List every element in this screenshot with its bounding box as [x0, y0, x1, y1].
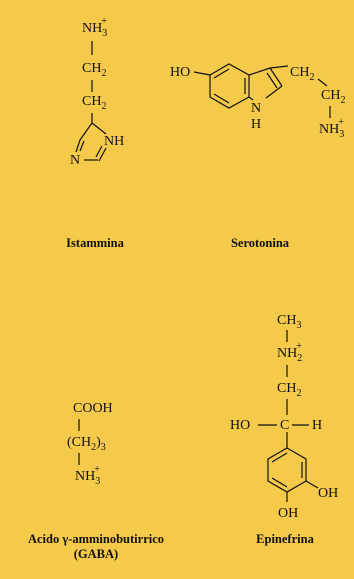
serotonin-bond-chain-2	[317, 78, 328, 87]
serotonin-bond-ho	[193, 71, 211, 76]
gaba-ch2n-label: (CH2)3	[67, 435, 106, 453]
histamine-ring-double-e	[95, 145, 103, 158]
histamine-ring-nh-label: NH	[104, 134, 124, 149]
epinephrine-name: Epinefrina	[256, 532, 314, 546]
serotonin-ch2b-label: CH2	[321, 88, 345, 106]
histamine-ring-bond-e	[98, 147, 107, 162]
serotonin-nh3-label: NH3+	[319, 117, 344, 140]
serotonin-bond-chain-1	[269, 65, 289, 69]
serotonin-benzene-double-3	[213, 93, 230, 104]
epinephrine-benzene-ring	[267, 447, 307, 493]
histamine-ring-bond-a	[91, 122, 107, 135]
serotonin-pyrrole-bond-1	[248, 67, 271, 76]
epinephrine-benzene-double-3	[271, 477, 288, 488]
serotonin-ho-label: HO	[170, 65, 190, 80]
epinephrine-oh-bottom-label: OH	[278, 506, 298, 521]
epinephrine-ch2-label: CH2	[277, 381, 301, 399]
epinephrine-nh2-label: NH2+	[277, 341, 302, 364]
serotonin-pyrrole-bond-2	[269, 67, 283, 87]
serotonin-n-label: N	[251, 101, 261, 116]
gaba-cooh-label: COOH	[73, 401, 113, 416]
histamine-ch2a-label: CH2	[82, 61, 106, 79]
epinephrine-ch3-label: CH3	[277, 313, 301, 331]
gaba-nh3-label: NH3+	[75, 464, 100, 487]
serotonin-ch2a-label: CH2	[290, 65, 314, 83]
gaba-name: Acido γ-amminobutirrico (GABA)	[6, 532, 186, 562]
histamine-name: Istammina	[66, 236, 124, 250]
histamine-ring-bond-b	[79, 122, 93, 141]
epinephrine-oh-right-label: OH	[318, 486, 338, 501]
serotonin-benzene-double-1	[213, 68, 230, 79]
epinephrine-c-label: C	[280, 418, 289, 433]
gaba-name-line1: Acido γ-amminobutirrico	[27, 532, 165, 546]
serotonin-pyrrole-bond-4	[248, 96, 254, 101]
serotonin-pyrrole-bond-3	[265, 85, 283, 99]
histamine-ring-double-c	[79, 140, 85, 152]
gaba-name-line2: (GABA)	[73, 547, 119, 561]
serotonin-pyrrole-double	[266, 72, 278, 89]
histamine-ring-bond-c	[75, 139, 81, 153]
histamine-nh3-label: NH3+	[82, 16, 107, 39]
epinephrine-ho-label: HO	[230, 418, 250, 433]
histamine-ch2b-label: CH2	[82, 94, 106, 112]
serotonin-h-label: H	[251, 117, 261, 132]
epinephrine-bond-oh-right	[305, 480, 319, 489]
histamine-ring-n-label: N	[70, 153, 80, 168]
epinephrine-benzene-double-2	[271, 452, 288, 463]
serotonin-name: Serotonina	[230, 236, 290, 250]
epinephrine-h-label: H	[312, 418, 322, 433]
